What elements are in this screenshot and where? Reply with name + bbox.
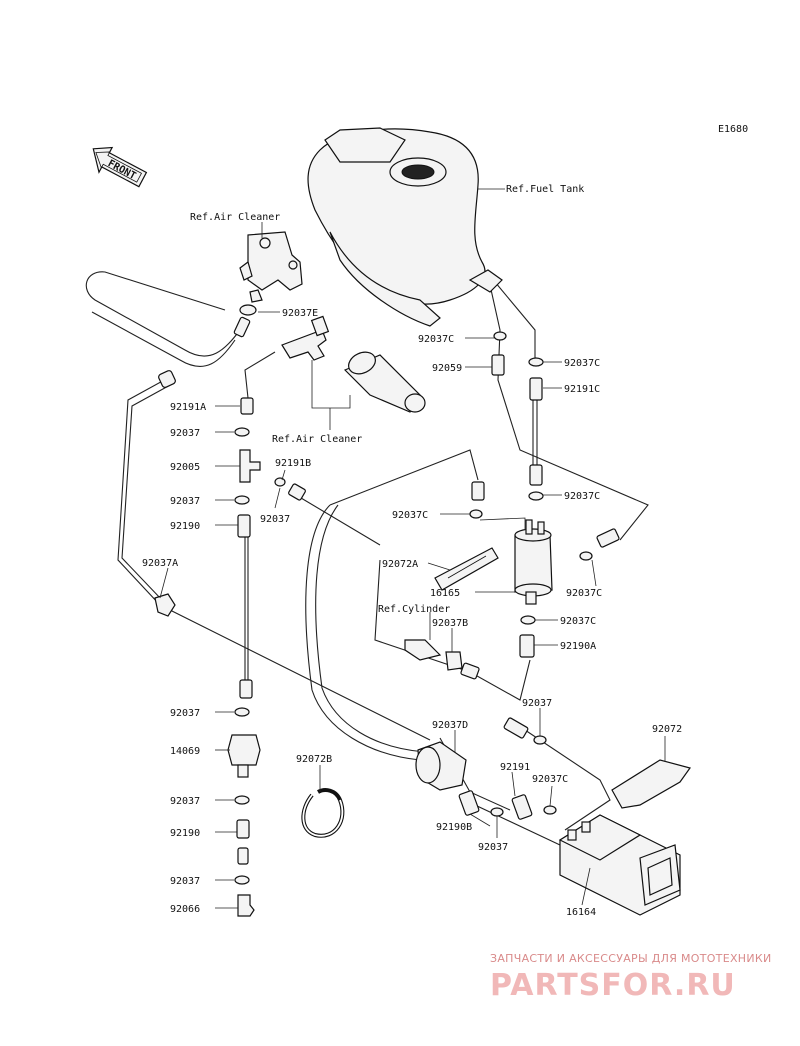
label-ref-cylinder: Ref.Cylinder bbox=[378, 604, 450, 615]
watermark-brand: PARTSFOR.RU bbox=[490, 968, 736, 1003]
label-92190b: 92190B bbox=[436, 822, 472, 833]
label-92037a: 92037A bbox=[142, 558, 178, 569]
label-92066: 92066 bbox=[170, 904, 200, 915]
label-92037c-d: 92037C bbox=[392, 510, 428, 521]
label-92037c-c: 92037C bbox=[564, 491, 600, 502]
label-92037-g: 92037 bbox=[522, 698, 552, 709]
label-92037b: 92037B bbox=[432, 618, 468, 629]
label-92037-a: 92037 bbox=[170, 428, 200, 439]
joint-92005 bbox=[239, 449, 261, 483]
label-ref-air-cleaner-mid: Ref.Air Cleaner bbox=[272, 434, 362, 445]
label-ref-fuel-tank: Ref.Fuel Tank bbox=[506, 184, 584, 195]
hose-92190-b bbox=[236, 819, 250, 839]
filter-14069 bbox=[227, 734, 261, 766]
hose-92191b bbox=[288, 483, 306, 501]
hose-lines bbox=[85, 271, 649, 846]
bracket-92072 bbox=[611, 759, 691, 809]
label-92037-d: 92037 bbox=[170, 708, 200, 719]
front-arrow-icon: FRONT bbox=[92, 146, 148, 188]
label-92059: 92059 bbox=[432, 363, 462, 374]
label-ref-air-cleaner-top: Ref.Air Cleaner bbox=[190, 212, 280, 223]
hose-92059 bbox=[491, 354, 505, 376]
left-column-parts bbox=[154, 304, 306, 917]
label-92037c-e: 92037C bbox=[566, 588, 602, 599]
label-92191c: 92191C bbox=[564, 384, 600, 395]
label-16164: 16164 bbox=[566, 907, 596, 918]
fuel-tank bbox=[307, 127, 505, 327]
air-cleaner-tjoint bbox=[281, 315, 426, 430]
cylinder-fitting bbox=[404, 639, 442, 661]
hose-92191 bbox=[511, 794, 533, 820]
label-92037-b: 92037 bbox=[170, 496, 200, 507]
label-92191: 92191 bbox=[500, 762, 530, 773]
watermark-subtitle: ЗАПЧАСТИ И АКСЕССУАРЫ ДЛЯ МОТОТЕХНИКИ bbox=[490, 952, 772, 965]
label-92037-f: 92037 bbox=[170, 876, 200, 887]
label-14069: 14069 bbox=[170, 746, 200, 757]
canister-16164 bbox=[558, 814, 681, 916]
watermark: ЗАПЧАСТИ И АКСЕССУАРЫ ДЛЯ МОТОТЕХНИКИ PA… bbox=[490, 952, 772, 1003]
diagram-code: E1680 bbox=[718, 124, 748, 135]
label-92037-h: 92037 bbox=[478, 842, 508, 853]
label-92037-e: 92037 bbox=[170, 796, 200, 807]
bracket-92072a bbox=[434, 547, 499, 591]
label-92191a: 92191A bbox=[170, 402, 206, 413]
label-92190a: 92190A bbox=[560, 641, 596, 652]
label-92072a: 92072A bbox=[382, 559, 418, 570]
hose-92190a bbox=[519, 634, 535, 658]
label-92037c-g: 92037C bbox=[532, 774, 568, 785]
label-92005: 92005 bbox=[170, 462, 200, 473]
hose-92190b bbox=[458, 790, 480, 816]
air-cleaner-fitting bbox=[239, 222, 303, 303]
right-parts bbox=[301, 331, 691, 916]
clamp-92037e bbox=[239, 304, 257, 316]
label-92037c-a: 92037C bbox=[418, 334, 454, 345]
clamp-92037b bbox=[445, 651, 463, 671]
label-92191b: 92191B bbox=[275, 458, 311, 469]
label-92037d: 92037D bbox=[432, 720, 468, 731]
label-16165: 16165 bbox=[430, 588, 460, 599]
cap-92066 bbox=[237, 894, 255, 917]
label-92190-b: 92190 bbox=[170, 828, 200, 839]
part-labels: E1680 Ref.Fuel Tank Ref.Air Cleaner Ref.… bbox=[142, 124, 748, 918]
hose-92191a bbox=[240, 397, 254, 415]
clamp-92037a bbox=[154, 593, 176, 617]
hose-92190 bbox=[237, 514, 251, 538]
hose-92191c bbox=[529, 377, 543, 401]
label-92072b: 92072B bbox=[296, 754, 332, 765]
label-92037-c: 92037 bbox=[260, 514, 290, 525]
leader-lines bbox=[159, 311, 666, 909]
label-92190: 92190 bbox=[170, 521, 200, 532]
label-92072: 92072 bbox=[652, 724, 682, 735]
label-92037e: 92037E bbox=[282, 308, 318, 319]
label-92037c-f: 92037C bbox=[560, 616, 596, 627]
label-92037c-b: 92037C bbox=[564, 358, 600, 369]
